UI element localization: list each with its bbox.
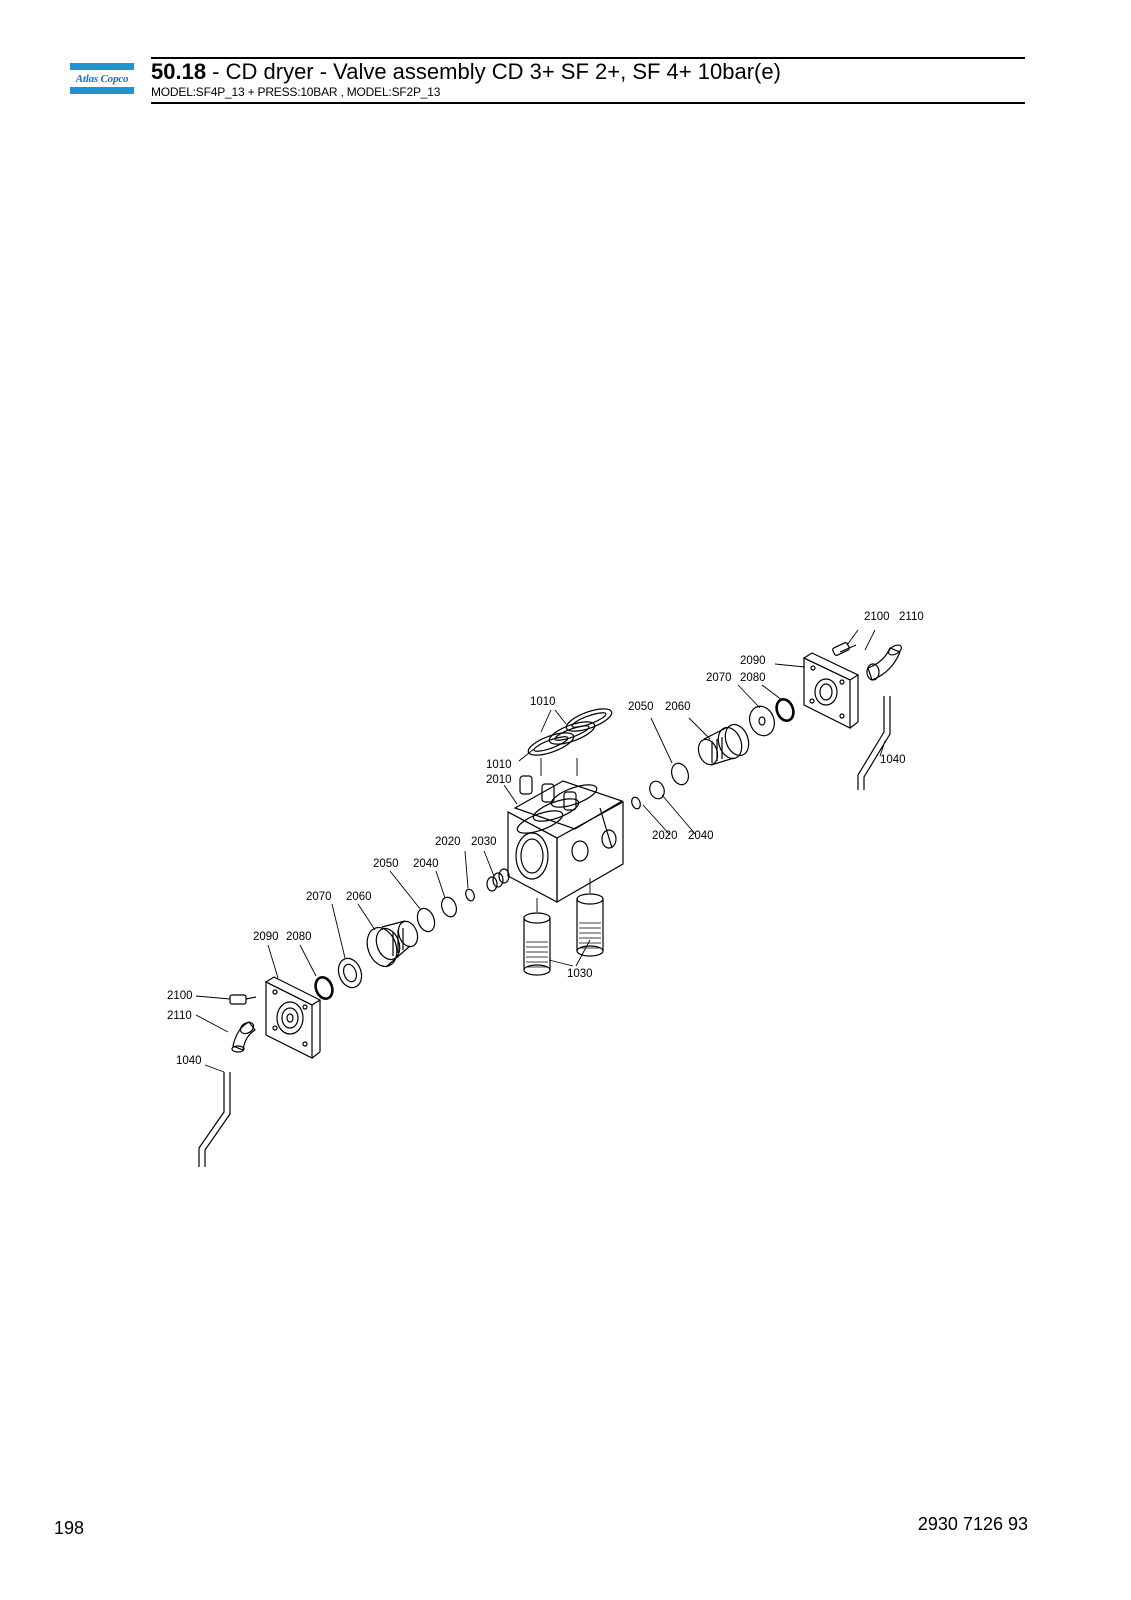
- left-oring-2050: [416, 907, 436, 933]
- atlas-copco-logo: Atlas Copco: [70, 63, 134, 95]
- label-right-1040: 1040: [880, 754, 906, 766]
- valve-body-2010: [507, 775, 624, 904]
- label-right-2050: 2050: [628, 701, 654, 713]
- right-washer-2070: [749, 705, 775, 737]
- right-piston-2060: [697, 723, 750, 766]
- label-left-2050: 2050: [373, 858, 399, 870]
- header-rule-bottom: [151, 102, 1025, 104]
- page-title: 50.18 - CD dryer - Valve assembly CD 3+ …: [151, 58, 781, 86]
- right-oring-2050: [670, 762, 690, 786]
- label-right-2110: 2110: [899, 611, 924, 623]
- logo-bar-bottom: [70, 87, 134, 94]
- label-left-2110: 2110: [167, 1010, 192, 1022]
- left-oring-2080: [314, 976, 334, 1000]
- document-number: 2930 7126 93: [917, 1514, 1028, 1534]
- label-right-2060: 2060: [665, 701, 691, 713]
- left-oring-2040: [440, 896, 458, 918]
- label-right-2020: 2020: [652, 830, 678, 842]
- label-left-2030: 2030: [471, 836, 497, 848]
- label-left-1040: 1040: [176, 1055, 202, 1067]
- left-washer-2070: [337, 957, 363, 989]
- logo-bar-top: [70, 63, 134, 70]
- left-screw-2100: [229, 994, 257, 1005]
- right-oring-2040: [649, 780, 665, 800]
- gaskets-1010: [527, 708, 613, 756]
- label-left-2040: 2040: [413, 858, 439, 870]
- page-number: 198: [54, 1518, 85, 1538]
- left-end-plate-2090: [264, 976, 322, 1059]
- left-spring-2030: [486, 868, 510, 892]
- label-right-2090: 2090: [740, 655, 766, 667]
- label-left-2020: 2020: [435, 836, 461, 848]
- label-right-2080: 2080: [740, 672, 766, 684]
- right-tube-1040: [857, 696, 891, 790]
- label-left-2080: 2080: [286, 931, 312, 943]
- label-left-2090: 2090: [253, 931, 279, 943]
- label-right-2100: 2100: [864, 611, 890, 623]
- right-elbow-2110: [866, 644, 902, 681]
- left-piston-2060: [366, 920, 419, 968]
- label-left-2060: 2060: [346, 891, 372, 903]
- leader-lines: [195, 629, 886, 1073]
- label-left-2070: 2070: [306, 891, 332, 903]
- logo-wordmark: Atlas Copco: [75, 73, 129, 85]
- label-top-1010: 1010: [530, 696, 556, 708]
- label-right-2070: 2070: [706, 672, 732, 684]
- silencer-hatching: [526, 922, 601, 968]
- right-washer-2020: [631, 796, 641, 810]
- silencers-1030: [523, 893, 604, 976]
- label-mid-1010: 1010: [486, 759, 512, 771]
- left-tube-1040: [198, 1072, 231, 1167]
- label-right-2040: 2040: [688, 830, 714, 842]
- section-number: 50.18: [151, 59, 207, 84]
- left-elbow-2110: [231, 1021, 256, 1053]
- section-title: - CD dryer - Valve assembly CD 3+ SF 2+,…: [206, 59, 781, 84]
- right-oring-2080: [775, 698, 795, 722]
- right-end-plate-2090: [802, 652, 860, 729]
- label-bottom-1030: 1030: [567, 968, 593, 980]
- left-washer-2020: [465, 888, 475, 902]
- label-left-2100: 2100: [167, 990, 193, 1002]
- right-screw-2100: [832, 642, 857, 656]
- model-subtitle: MODEL:SF4P_13 + PRESS:10BAR , MODEL:SF2P…: [151, 85, 441, 99]
- label-body-2010: 2010: [486, 774, 512, 786]
- header-rule-top: [151, 57, 1025, 59]
